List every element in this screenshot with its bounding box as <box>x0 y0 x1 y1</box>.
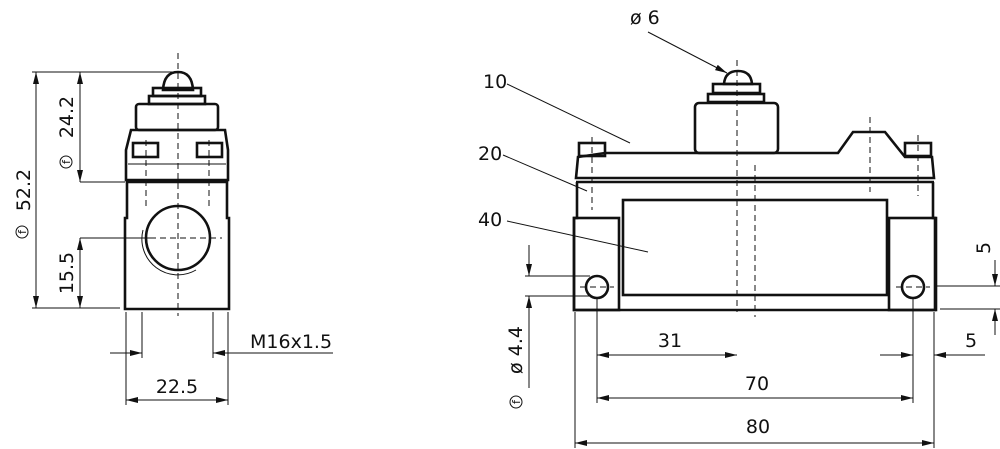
dim-conduit-height: 15.5 <box>56 252 78 294</box>
callout-20: 20 <box>478 143 502 165</box>
callout-10: 10 <box>483 71 507 93</box>
hole-diameter: ø 4.4 <box>505 326 527 374</box>
plunger-dome <box>161 70 195 92</box>
screw-block <box>903 141 933 158</box>
plunger-cap <box>134 102 220 132</box>
dim-total-width: 80 <box>746 416 770 438</box>
svg-text:f: f <box>16 229 29 234</box>
dim-width: 22.5 <box>156 376 198 398</box>
dim-hole-spacing: 70 <box>745 373 769 395</box>
head <box>124 128 230 182</box>
dim-hole-offset: 31 <box>658 330 682 352</box>
thread-label: M16x1.5 <box>250 331 332 353</box>
tolerance-f-icon <box>15 225 29 239</box>
svg-text:f: f <box>510 399 523 404</box>
dim-total-height: 52.2 <box>13 169 35 211</box>
label-window <box>621 198 889 297</box>
dim-edge-vertical: 5 <box>973 242 995 254</box>
callout-40: 40 <box>478 209 502 231</box>
lid <box>574 130 936 180</box>
plunger-dome <box>722 69 754 86</box>
tolerance-f-icon <box>59 155 73 169</box>
screw-block <box>577 141 607 158</box>
svg-text:f: f <box>60 159 73 164</box>
side-view: 52.2 f 24.2 f 15.5 M16x1.5 22.5 <box>13 53 333 405</box>
plunger-diameter: ø 6 <box>630 7 660 29</box>
tolerance-f-icon <box>509 395 523 409</box>
body <box>123 180 231 311</box>
dim-head-height: 24.2 <box>56 96 78 138</box>
front-view: 10 20 40 ø 6 31 70 80 5 5 ø 4.4 <box>478 7 1000 448</box>
dim-edge-horizontal: 5 <box>965 330 977 352</box>
